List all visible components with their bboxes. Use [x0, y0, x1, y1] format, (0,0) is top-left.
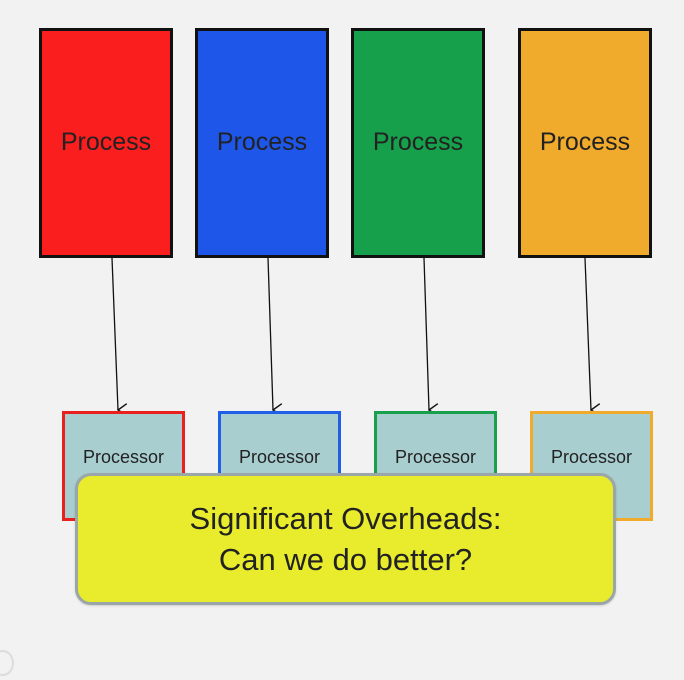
processor-label: Processor — [82, 447, 165, 467]
process-label: Process — [216, 127, 308, 156]
process-box-4: Process — [518, 28, 652, 258]
processor-label: Processor — [394, 447, 477, 467]
process-label: Process — [539, 127, 631, 156]
process-box-1: Process — [39, 28, 173, 258]
callout-line-1: Significant Overheads: — [189, 501, 502, 536]
arrow-4 — [584, 257, 601, 417]
process-box-3: Process — [351, 28, 485, 258]
processor-label: Processor — [238, 447, 321, 467]
callout-line-2: Can we do better? — [218, 542, 473, 577]
process-label: Process — [372, 127, 464, 156]
arrow-1 — [111, 257, 128, 417]
process-label: Process — [60, 127, 152, 156]
arrow-2 — [267, 257, 283, 417]
arrow-3 — [423, 257, 439, 417]
process-box-2: Process — [195, 28, 329, 258]
corner-decoration — [0, 650, 14, 676]
overheads-callout: Significant Overheads: Can we do better? — [75, 473, 616, 605]
processor-label: Processor — [550, 447, 633, 467]
